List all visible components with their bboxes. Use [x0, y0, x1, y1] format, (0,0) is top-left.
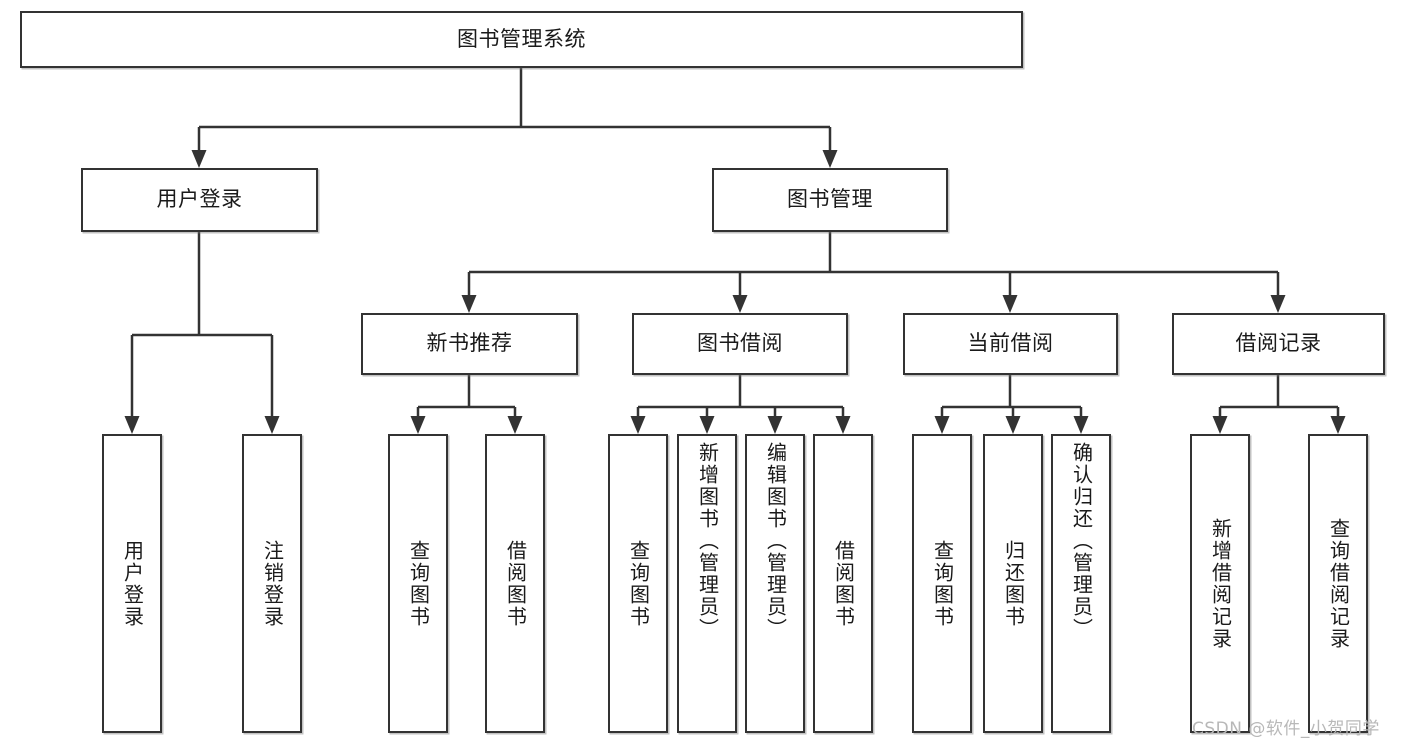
leaf-node-label: 借阅图书	[831, 539, 856, 628]
leaf-node-leaf-edit-book-admin[interactable]: 编辑图书（管理员）	[745, 434, 805, 733]
root-arrow-1-head	[822, 150, 838, 168]
group-1-arrow-3-head	[835, 416, 851, 434]
level3-node-label: 借阅记录	[1235, 331, 1322, 356]
leaf-node-label: 归还图书	[1001, 539, 1026, 628]
leaf-node-leaf-confirm-return[interactable]: 确认归还（管理员）	[1051, 434, 1111, 733]
leaf-node-label: 新增借阅记录	[1208, 517, 1233, 650]
book-manage-arrow-1-head	[732, 295, 748, 313]
leaf-node-leaf-user-logout[interactable]: 注销登录	[242, 434, 302, 733]
root-node-book-management-system[interactable]: 图书管理系统	[20, 11, 1023, 68]
leaf-text-wrap: 归还图书	[985, 436, 1041, 731]
root-arrow-0-head	[191, 150, 207, 168]
leaf-text-wrap: 用户登录	[104, 436, 160, 731]
level3-node-label: 当前借阅	[967, 331, 1054, 356]
leaf-text-wrap: 编辑图书（管理员）	[747, 436, 803, 731]
leaf-node-leaf-query-book-2[interactable]: 查询图书	[608, 434, 668, 733]
leaf-node-label: 新增图书（管理员）	[695, 442, 720, 640]
leaf-text-wrap: 注销登录	[244, 436, 300, 731]
root-node-label: 图书管理系统	[457, 26, 586, 51]
level2-node-label: 图书管理	[787, 187, 873, 212]
book-manage-arrow-3-head	[1270, 295, 1286, 313]
leaf-text-wrap: 查询图书	[390, 436, 446, 731]
book-manage-arrow-0-head	[461, 295, 477, 313]
leaf-text-wrap: 查询借阅记录	[1310, 436, 1366, 731]
leaf-node-label: 借阅图书	[503, 539, 528, 628]
level3-node-book-borrow[interactable]: 图书借阅	[632, 313, 848, 375]
leaf-node-leaf-add-borrow-record[interactable]: 新增借阅记录	[1190, 434, 1250, 733]
group-0-arrow-1-head	[507, 416, 523, 434]
leaf-node-leaf-return-book[interactable]: 归还图书	[983, 434, 1043, 733]
leaf-text-wrap: 查询图书	[610, 436, 666, 731]
level3-node-borrow-record[interactable]: 借阅记录	[1172, 313, 1385, 375]
level2-node-user-login[interactable]: 用户登录	[81, 168, 318, 232]
leaf-node-label: 确认归还（管理员）	[1069, 442, 1094, 640]
leaf-node-label: 查询图书	[406, 539, 431, 628]
user-login-arrow-1-head	[264, 416, 280, 434]
group-1-arrow-1-head	[699, 416, 715, 434]
leaf-text-wrap: 借阅图书	[815, 436, 871, 731]
leaf-text-wrap: 新增图书（管理员）	[679, 436, 735, 731]
leaf-node-label: 注销登录	[260, 539, 285, 628]
leaf-node-leaf-user-login[interactable]: 用户登录	[102, 434, 162, 733]
level2-node-label: 用户登录	[156, 187, 243, 212]
level3-node-current-borrow[interactable]: 当前借阅	[903, 313, 1118, 375]
leaf-node-leaf-query-book-3[interactable]: 查询图书	[912, 434, 972, 733]
leaf-node-label: 用户登录	[120, 539, 145, 628]
leaf-text-wrap: 新增借阅记录	[1192, 436, 1248, 731]
group-2-arrow-2-head	[1073, 416, 1089, 434]
leaf-node-leaf-borrow-book-1[interactable]: 借阅图书	[485, 434, 545, 733]
leaf-text-wrap: 查询图书	[914, 436, 970, 731]
leaf-node-label: 编辑图书（管理员）	[763, 442, 788, 640]
leaf-node-label: 查询图书	[930, 539, 955, 628]
group-2-arrow-0-head	[934, 416, 950, 434]
group-3-arrow-0-head	[1212, 416, 1228, 434]
group-0-arrow-0-head	[410, 416, 426, 434]
level3-node-label: 新书推荐	[426, 331, 513, 356]
leaf-node-label: 查询借阅记录	[1326, 517, 1351, 650]
level3-node-label: 图书借阅	[697, 331, 783, 356]
level3-node-new-book-recommend[interactable]: 新书推荐	[361, 313, 578, 375]
leaf-node-leaf-add-book-admin[interactable]: 新增图书（管理员）	[677, 434, 737, 733]
leaf-text-wrap: 确认归还（管理员）	[1053, 436, 1109, 731]
leaf-node-label: 查询图书	[626, 539, 651, 628]
leaf-node-leaf-query-book-1[interactable]: 查询图书	[388, 434, 448, 733]
level2-node-book-manage[interactable]: 图书管理	[712, 168, 948, 232]
group-3-arrow-1-head	[1330, 416, 1346, 434]
group-1-arrow-2-head	[767, 416, 783, 434]
leaf-node-leaf-borrow-book-2[interactable]: 借阅图书	[813, 434, 873, 733]
book-manage-arrow-2-head	[1002, 295, 1018, 313]
leaf-text-wrap: 借阅图书	[487, 436, 543, 731]
leaf-node-leaf-query-borrow-record[interactable]: 查询借阅记录	[1308, 434, 1368, 733]
group-1-arrow-0-head	[630, 416, 646, 434]
group-2-arrow-1-head	[1005, 416, 1021, 434]
user-login-arrow-0-head	[124, 416, 140, 434]
